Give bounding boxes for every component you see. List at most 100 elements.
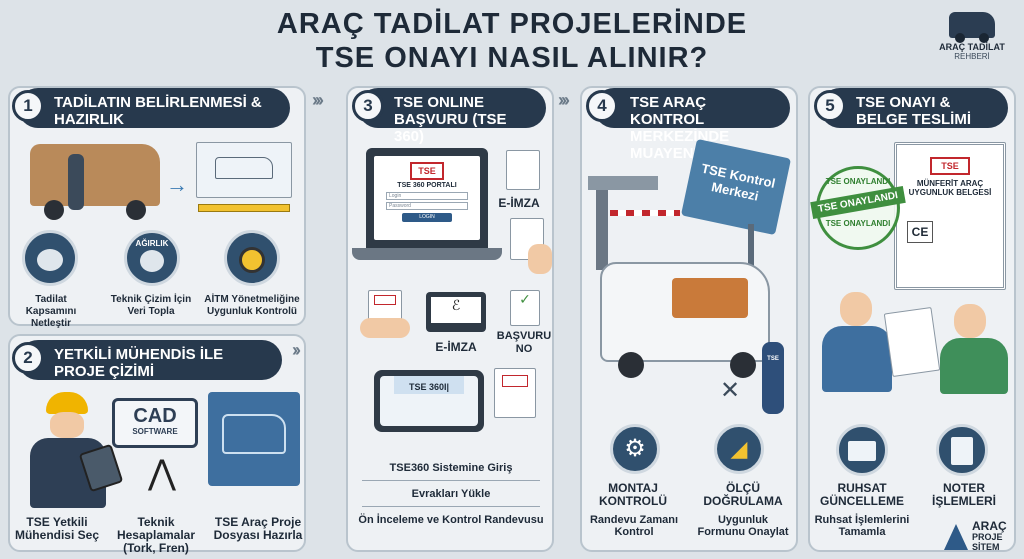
van-wheel-icon [126,200,146,220]
step1-item3-label: AİTM Yönetmeliğine Uygunluk Kontrolü [204,294,300,317]
blueprint-drawing [196,142,292,198]
sign-post [748,224,754,284]
tablet-screen-text: TSE 360I| [394,376,464,394]
laptop-base [352,248,502,260]
step2-item3-label: TSE Araç Proje Dosyası Hazırla [213,515,303,542]
brand-triangle-icon [944,524,968,550]
stamp-top-text: TSE ONAYLANDI [825,177,891,186]
page-title-line2: TSE ONAYI NASIL ALINIR? [315,42,709,74]
cad-sub-label: SOFTWARE [132,427,178,436]
step1-title-text: TADİLATIN BELİRLENMESİ & HAZIRLIK [54,94,262,128]
step5-item2-title: NOTER İŞLEMLERİ [931,481,996,508]
monitor-signature-icon: ℰ [426,292,486,332]
step4-number: 4 [586,90,618,122]
step1-item2-label: Teknik Çizim İçin Veri Topla [110,294,192,317]
eimza-label-top: E-İMZA [498,196,540,210]
white-van-illustration [600,262,770,362]
basvuru-no-label: BAŞVURU NO [496,330,552,355]
weight-label: AĞIRLIK [135,239,169,248]
ruler-triangle-icon: ◢ [714,424,764,474]
divider [362,480,540,481]
step4-title-text: TSE ARAÇ KONTROL MERKEZİNDE MUAYENE [630,94,730,162]
step1-title: TADİLATIN BELİRLENMESİ & HAZIRLIK [18,88,290,128]
van-wheel-icon [618,352,644,378]
step2-number: 2 [12,342,44,374]
weight-scale-icon: AĞIRLIK [124,230,180,286]
hard-hat-icon [46,392,88,414]
compass-icon: ⋀ [148,454,176,492]
divider [362,506,540,507]
approved-stamp-icon: TSE ONAYLANDI TSE ONAYLANDI TSE ONAYLAND… [810,166,906,250]
step5-item1-label: Ruhsat İşlemlerini Tamamla [814,514,910,538]
wrench-icon: ✕ [720,377,741,404]
brand-logo-line2: REHBERİ [954,52,990,61]
tse-logo: TSE [410,162,444,180]
brand-bottom-line2: PROJE [972,532,1003,542]
step3-item1-label: TSE360 Sistemine Giriş [389,462,513,474]
handover-certificate-icon [883,306,941,378]
blueprint-icon [208,392,300,486]
gate-roof [588,176,658,190]
checked-document-icon: ✓ [510,290,540,326]
brand-bottom-line3: SİTEM [972,542,1000,552]
password-input[interactable]: Password [386,202,468,210]
brand-logo-bottom: ARAÇ PROJE SİTEM [944,520,1020,556]
person-figure [940,338,1008,394]
document-pen-icon [506,150,540,190]
license-card-icon [836,424,888,476]
van-wheel-icon [44,200,64,220]
scale-icon [22,230,78,286]
brand-logo-top: ARAÇ TADİLAT REHBERİ [930,10,1014,61]
inspector-badge: TSE [767,356,779,362]
tablet-illustration: TSE 360I| [374,370,484,432]
step2-item2-label: Teknik Hesaplamalar (Tork, Fren) [116,515,196,555]
tse-document-icon [494,368,536,418]
van-icon [949,12,995,43]
person-figure [822,326,892,392]
ruler-icon [198,204,290,212]
step2-title: YETKİLİ MÜHENDİS İLE PROJE ÇİZİMİ [18,340,282,380]
mechanic-figure [68,154,84,210]
van-wheel-icon [730,352,756,378]
step5-number: 5 [814,90,846,122]
laptop-illustration: TSE TSE 360 PORTALI Login Password LOGIN [366,148,488,248]
step5-title: TSE ONAYI & BELGE TESLİMİ [820,88,1008,128]
portal-title: TSE 360 PORTALI [397,182,457,189]
inspector-figure: TSE [762,342,784,414]
stamp-bottom-text: TSE ONAYLANDI [825,219,891,228]
step4-item1-title: MONTAJ KONTROLÜ [599,481,667,508]
ce-mark: CE [907,221,933,243]
gear-check-icon: ⚙ [610,424,660,474]
step2-item1-label: TSE Yetkili Mühendisi Seç [14,515,100,542]
login-button[interactable]: LOGIN [402,213,452,222]
step5-title-text: TSE ONAYI & BELGE TESLİMİ [856,94,972,128]
brand-logo-line1: ARAÇ TADİLAT [939,42,1005,52]
step4-item1-label: Randevu Zamanı Kontrol [589,514,679,538]
step2-title-text: YETKİLİ MÜHENDİS İLE PROJE ÇİZİMİ [54,346,224,380]
old-van-illustration [30,144,160,206]
step3-title-text: TSE ONLINE BAŞVURU (TSE 360) [394,94,507,145]
step1-item1-label: Tadilat Kapsamını Netleştir [25,294,77,329]
step3-item2-label: Evrakları Yükle [411,488,491,500]
barrier-icon [610,210,680,216]
stamp-mid-text: TSE ONAYLANDI [810,185,906,220]
certificate-tse-logo: TSE [930,157,970,175]
page-title-line1: ARAÇ TADİLAT PROJELERİNDE [276,8,748,40]
step3-item3-label: Ön İnceleme ve Kontrol Randevusu [358,514,544,526]
chevrons-icon: ››› [558,90,570,110]
certificate-title: MÜNFERİT ARAÇ UYGUNLUK BELGESİ [908,179,992,197]
cad-software-screen: CAD SOFTWARE [112,398,198,448]
step4-title: TSE ARAÇ KONTROL MERKEZİNDE MUAYENE [594,88,790,162]
chevrons-icon: ››› [312,90,324,110]
notary-document-icon [936,424,988,476]
login-input[interactable]: Login [386,192,468,200]
eimza-label-bottom: E-İMZA [435,340,477,354]
brand-bottom-line1: ARAÇ [972,519,1007,533]
step4-item2-label: Uygunluk Formunu Onaylat [697,514,789,538]
certificate-document: TSE MÜNFERİT ARAÇ UYGUNLUK BELGESİ CE [894,142,1006,290]
arrow-right-icon: → [166,172,188,197]
portal-screen: TSE TSE 360 PORTALI Login Password LOGIN [374,156,480,240]
step5-item1-title: RUHSAT GÜNCELLEME [820,481,904,508]
hands-icon [360,318,410,338]
engineer-face [50,412,84,438]
